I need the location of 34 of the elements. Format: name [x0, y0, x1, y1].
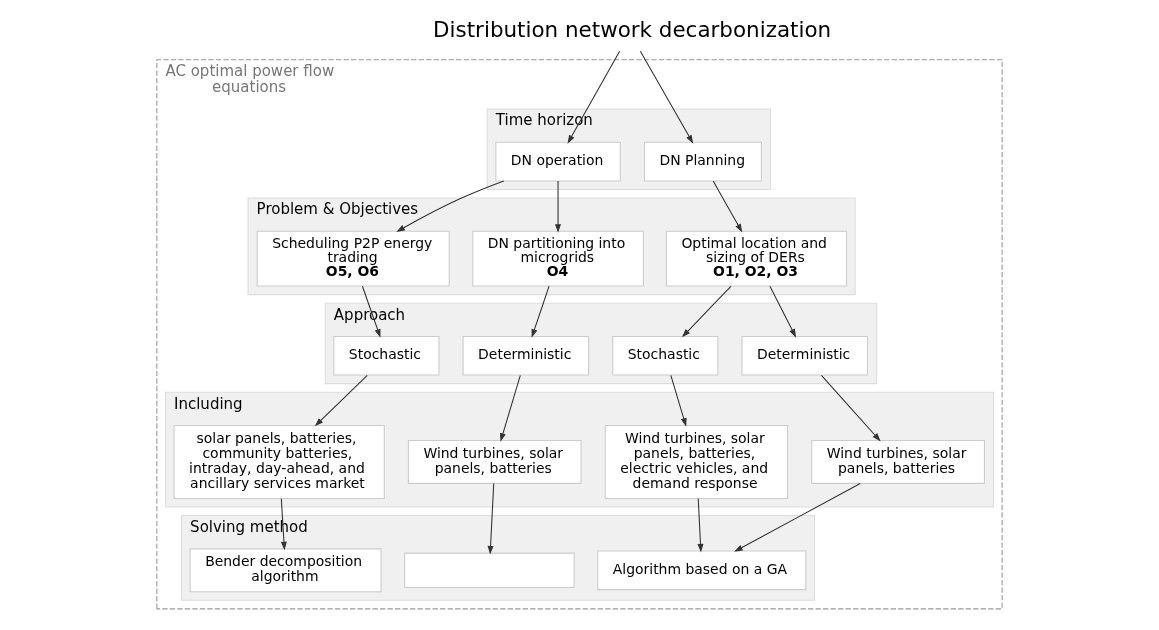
arrow [681, 285, 732, 338]
arrow [280, 498, 287, 551]
arrow [697, 498, 704, 553]
node-box: Scheduling P2P energy trading O5, O6 [256, 230, 450, 287]
arrow [734, 482, 861, 552]
arrow [396, 180, 505, 232]
node-box: DN operation [495, 141, 621, 182]
arrow [487, 482, 495, 555]
arrow [361, 285, 381, 338]
node-box: DN Planning [643, 141, 762, 182]
node-box: solar panels, batteries, community batteries, intraday, day-ahead, and ancillary services market [173, 424, 385, 499]
arrow [314, 374, 368, 427]
arrow [555, 180, 562, 233]
arrow [670, 374, 687, 427]
node-box: Bender decomposition algorithm [189, 548, 382, 593]
node-box: Wind turbines, solar panels, batteries [811, 439, 985, 484]
node-box: Wind turbines, solar panels, batteries [407, 439, 582, 484]
node-box: Algorithm based on a GA [597, 550, 807, 591]
arrow [712, 180, 743, 233]
node-box: Deterministic [741, 335, 869, 376]
node-box: Stochastic [612, 335, 719, 376]
arrow [769, 285, 797, 338]
arrow [500, 374, 521, 442]
arrow [639, 50, 694, 144]
node-text: Distribution network decarbonization [433, 17, 832, 43]
node-box: Optimal location and sizing of DERs O1, O2, O3 [665, 230, 848, 287]
node-box: DN partitioning into microgrids O4 [472, 230, 644, 287]
arrow [820, 374, 881, 442]
node-box: Stochastic [333, 335, 440, 376]
arrow [567, 50, 621, 144]
arrow [531, 285, 550, 338]
node-box: Wind turbines, solar panels, batteries, electric vehicles, and demand response [604, 424, 789, 499]
node-box [404, 552, 575, 588]
node-box: Deterministic [462, 335, 590, 376]
